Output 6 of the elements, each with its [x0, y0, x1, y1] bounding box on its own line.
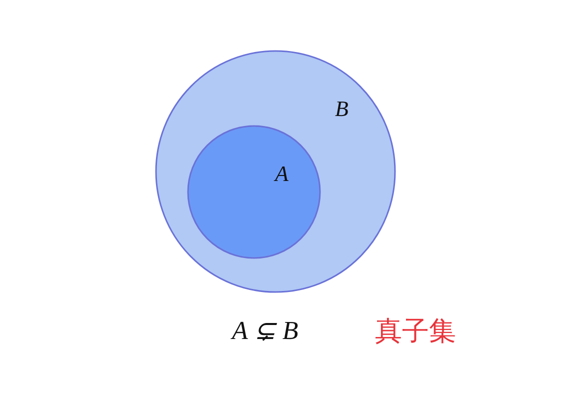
relation-formula: A ⊊ B — [232, 318, 298, 344]
set-label: A — [275, 163, 288, 185]
set-circle — [187, 125, 321, 259]
caption-label: 真子集 — [375, 318, 456, 345]
set-circle — [155, 50, 396, 293]
set-label: B — [335, 98, 348, 120]
